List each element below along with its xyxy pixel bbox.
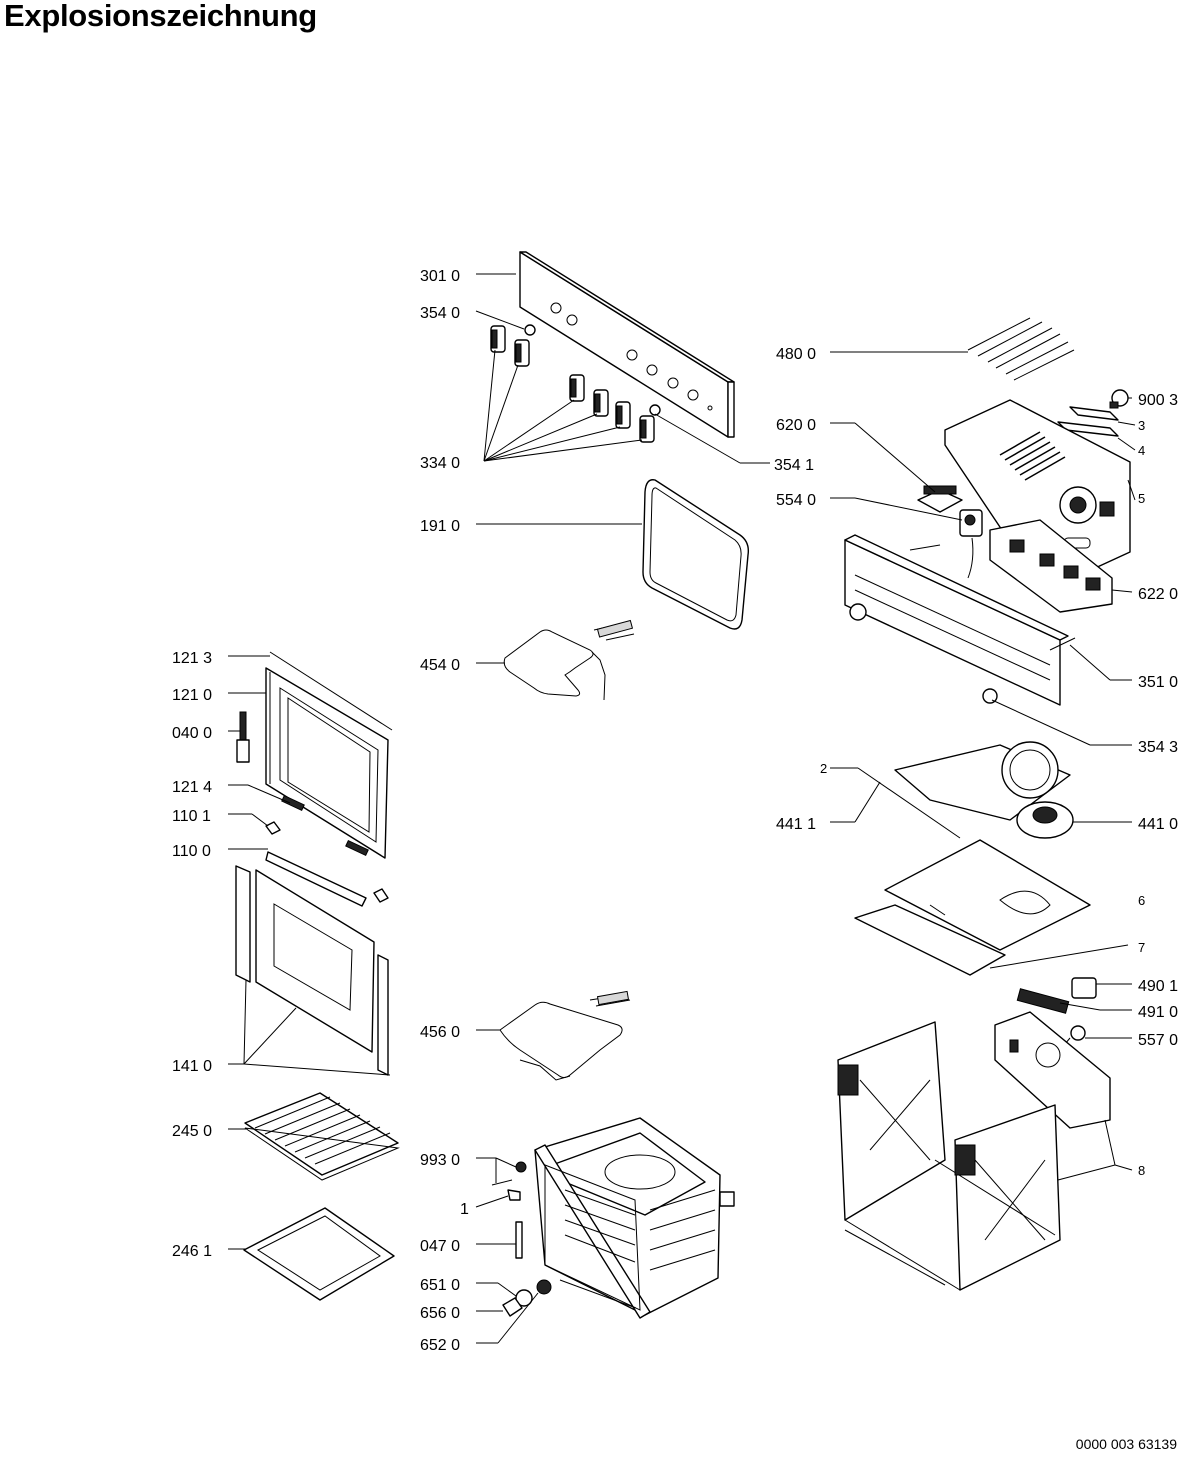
label-110-1: 110 1 [172,808,211,825]
label-334-0: 334 0 [420,455,460,472]
label-651-0: 651 0 [420,1277,460,1294]
label-900-3: 900 3 [1138,392,1178,409]
label-191-0: 191 0 [420,518,460,535]
small-fastener-parts [491,1161,552,1317]
door-slot-parts [281,794,369,857]
indicator-lens-part [649,404,661,416]
label-121-3: 121 3 [172,650,212,667]
label-554-0: 554 0 [776,492,816,509]
hinge-part [236,711,250,763]
label-351-0: 351 0 [1138,674,1178,691]
label-1: 1 [460,1201,469,1218]
label-354-1: 354 1 [774,457,814,474]
oven-housing-part [837,1021,1061,1291]
rear-panel-part [854,839,1091,976]
oven-cavity-part [534,1117,735,1319]
label-656-0: 656 0 [420,1305,460,1322]
control-panel-part [519,251,735,438]
label-246-1: 246 1 [172,1243,212,1260]
door-glass-part [235,865,389,1076]
label-047-0: 047 0 [420,1238,460,1255]
fan-cover-part [857,741,1074,839]
label-622-0: 622 0 [1138,586,1178,603]
label-490-1: 490 1 [1138,978,1178,995]
label-456-0: 456 0 [420,1024,460,1041]
label-480-0: 480 0 [776,346,816,363]
bottom-heating-element-part [499,990,631,1081]
connector-parts [1057,389,1129,437]
label-3: 3 [1138,418,1145,433]
label-441-1: 441 1 [776,816,816,833]
selector-switch-part [917,485,963,513]
label-040-0: 040 0 [172,725,212,742]
right-leader-lines [830,351,1136,1181]
knob-parts [490,325,655,443]
label-491-0: 491 0 [1138,1004,1178,1021]
right-part-labels: 480 0 900 3 3 4 620 0 554 0 5 622 0 351 … [776,346,1178,1178]
indicator-lens-part [524,324,536,336]
center-leader-lines [475,273,770,1344]
label-7: 7 [1138,940,1145,955]
document-number: 0000 003 63139 [1075,1436,1177,1452]
baking-tray-part [243,1207,395,1301]
label-454-0: 454 0 [420,657,460,674]
label-652-0: 652 0 [420,1337,460,1354]
rear-wall-panel-part [994,1011,1111,1129]
label-4: 4 [1138,443,1145,458]
label-5: 5 [1138,491,1145,506]
label-557-0: 557 0 [1138,1032,1178,1049]
label-301-0: 301 0 [420,268,460,285]
center-part-labels: 301 0 354 0 334 0 354 1 191 0 454 0 456 … [420,268,814,1354]
label-354-3: 354 3 [1138,739,1178,756]
left-part-labels: 121 3 121 0 040 0 121 4 110 1 110 0 141 … [172,650,212,1260]
label-121-0: 121 0 [172,687,212,704]
label-2: 2 [820,761,827,776]
oven-rack-part [244,1092,400,1181]
cable-harness-part [967,317,1075,381]
label-441-0: 441 0 [1138,816,1178,833]
inner-door-part [265,651,393,859]
fascia-frame-part [844,534,1076,706]
label-6: 6 [1138,893,1145,908]
door-seal-part [642,479,750,630]
label-121-4: 121 4 [172,779,212,796]
switch-module-part [989,519,1113,613]
label-354-0: 354 0 [420,305,460,322]
terminal-parts [1016,977,1097,1051]
label-8: 8 [1138,1163,1145,1178]
mounting-plate-part [944,399,1131,576]
label-993-0: 993 0 [420,1152,460,1169]
page-title: Explosionszeichnung [4,0,317,33]
top-heating-element-part [503,619,635,701]
label-110-0: 110 0 [172,843,211,860]
label-620-0: 620 0 [776,417,816,434]
thermostat-part [959,509,983,579]
door-handle-part [265,821,389,907]
label-141-0: 141 0 [172,1058,212,1075]
label-245-0: 245 0 [172,1123,212,1140]
left-leader-lines [228,655,391,1250]
